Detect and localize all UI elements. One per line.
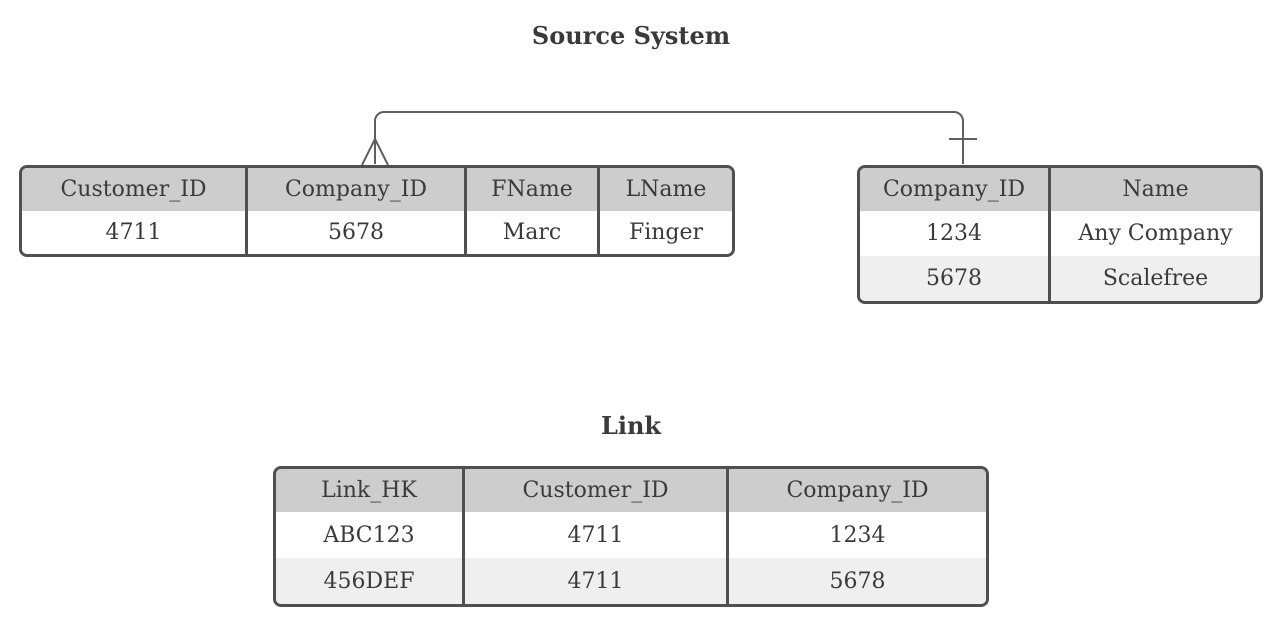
link-table: Link_HK Customer_ID Company_ID ABC123 47… (273, 466, 989, 607)
column-header: Company_ID (248, 168, 467, 211)
column-header: FName (467, 168, 600, 211)
company-source-table: Company_ID Name 1234 Any Company 5678 Sc… (857, 165, 1263, 304)
table-cell: Marc (467, 211, 600, 254)
connector-line (374, 111, 964, 164)
table-cell: 456DEF (276, 558, 465, 604)
crows-foot-many-icon (361, 136, 389, 166)
table-cell: Scalefree (1051, 256, 1260, 301)
table-cell: 5678 (729, 558, 986, 604)
table-cell: 1234 (729, 512, 986, 558)
column-header: Customer_ID (22, 168, 248, 211)
table-cell: 1234 (860, 211, 1051, 256)
table-cell: 4711 (465, 558, 729, 604)
table-cell: 5678 (860, 256, 1051, 301)
customer-source-table: Customer_ID Company_ID FName LName 4711 … (19, 165, 735, 257)
source-system-title: Source System (531, 21, 731, 50)
table-cell: Any Company (1051, 211, 1260, 256)
table-cell: Finger (600, 211, 732, 254)
column-header: Company_ID (860, 168, 1051, 211)
column-header: Name (1051, 168, 1260, 211)
column-header: Company_ID (729, 469, 986, 512)
column-header: LName (600, 168, 732, 211)
column-header: Link_HK (276, 469, 465, 512)
table-cell: ABC123 (276, 512, 465, 558)
column-header: Customer_ID (465, 469, 729, 512)
table-cell: 4711 (22, 211, 248, 254)
table-cell: 5678 (248, 211, 467, 254)
link-title: Link (600, 411, 662, 440)
table-cell: 4711 (465, 512, 729, 558)
